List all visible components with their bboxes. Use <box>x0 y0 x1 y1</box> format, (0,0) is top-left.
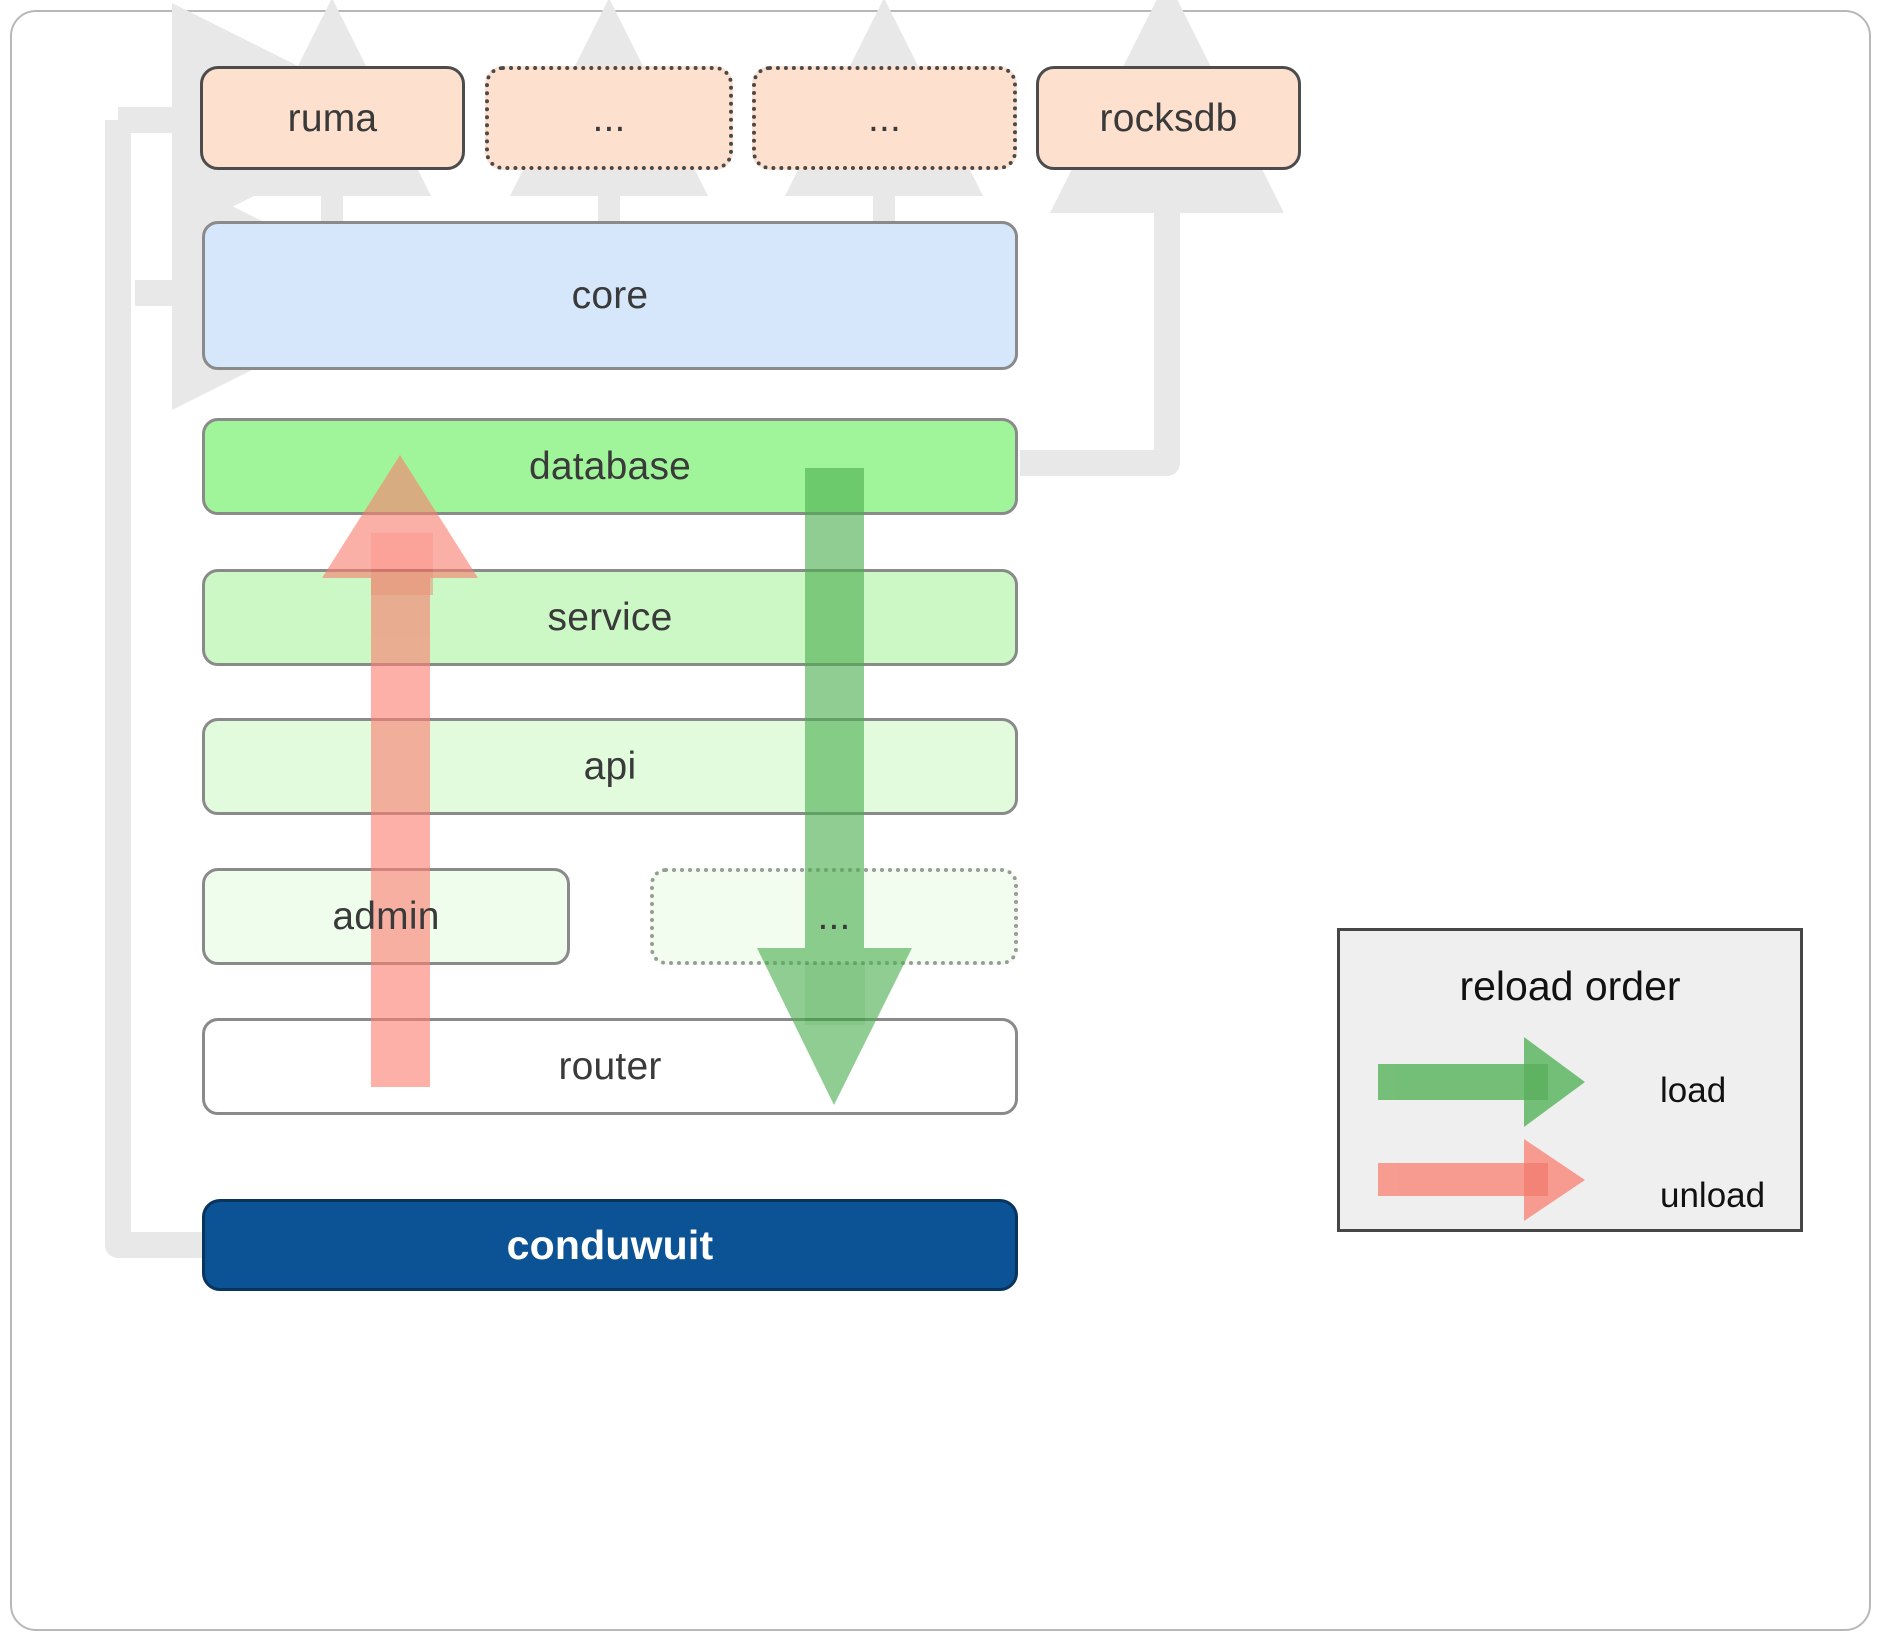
layer-label-router: router <box>558 1045 662 1088</box>
core-label: core <box>571 274 649 317</box>
layer-box-api[interactable]: api <box>202 718 1018 815</box>
layer-box-ellipsis[interactable]: ... <box>650 868 1018 965</box>
core-box[interactable]: core <box>202 221 1018 370</box>
legend-unload-arrow <box>1378 1139 1585 1221</box>
layer-label-service: service <box>547 596 673 639</box>
package-label-ellipsis-2: ... <box>867 96 902 140</box>
layer-box-service[interactable]: service <box>202 569 1018 666</box>
app-label-conduwuit: conduwuit <box>506 1221 714 1268</box>
legend-arrow-graphics <box>1378 1037 1585 1221</box>
layer-box-database[interactable]: database <box>202 418 1018 515</box>
layer-label-admin: admin <box>332 895 440 938</box>
layer-label-ellipsis: ... <box>817 895 851 938</box>
layer-label-database: database <box>528 445 692 488</box>
package-label-ruma: ruma <box>287 96 378 140</box>
package-box-rocksdb[interactable]: rocksdb <box>1036 66 1301 170</box>
legend-label-unload: unload <box>1660 1176 1766 1215</box>
package-label-ellipsis-1: ... <box>592 96 626 140</box>
legend-title: reload order <box>1459 963 1681 1009</box>
legend-label-load: load <box>1660 1071 1727 1110</box>
package-box-ruma[interactable]: ruma <box>200 66 465 170</box>
app-box-conduwuit[interactable]: conduwuit <box>202 1199 1018 1291</box>
legend-load-arrow <box>1378 1037 1585 1127</box>
layer-box-admin[interactable]: admin <box>202 868 570 965</box>
package-box-ellipsis-1[interactable]: ... <box>485 66 733 170</box>
layer-label-api: api <box>583 745 637 788</box>
package-label-rocksdb: rocksdb <box>1099 96 1238 140</box>
package-box-ellipsis-2[interactable]: ... <box>752 66 1017 170</box>
legend-panel: reload order load unload <box>1337 928 1803 1232</box>
layer-box-router[interactable]: router <box>202 1018 1018 1115</box>
